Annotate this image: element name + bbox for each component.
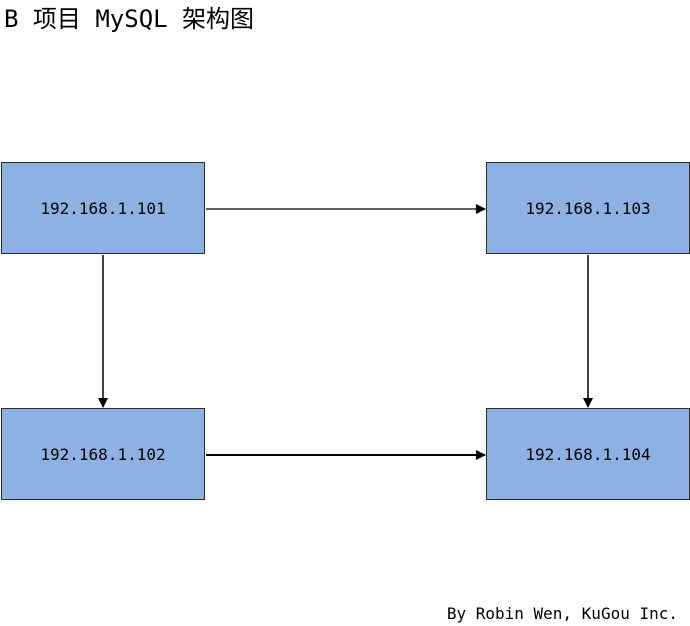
diagram-title: B 项目 MySQL 架构图 <box>4 5 255 33</box>
server-node-104[interactable]: 192.168.1.104 <box>486 408 690 500</box>
server-node-101[interactable]: 192.168.1.101 <box>1 162 205 254</box>
server-node-label: 192.168.1.104 <box>525 444 651 464</box>
server-node-label: 192.168.1.103 <box>525 198 651 218</box>
server-node-label: 192.168.1.102 <box>40 444 166 464</box>
server-node-label: 192.168.1.101 <box>40 198 166 218</box>
footer-credit: By Robin Wen, KuGou Inc. <box>446 604 678 623</box>
server-node-102[interactable]: 192.168.1.102 <box>1 408 205 500</box>
server-node-103[interactable]: 192.168.1.103 <box>486 162 690 254</box>
